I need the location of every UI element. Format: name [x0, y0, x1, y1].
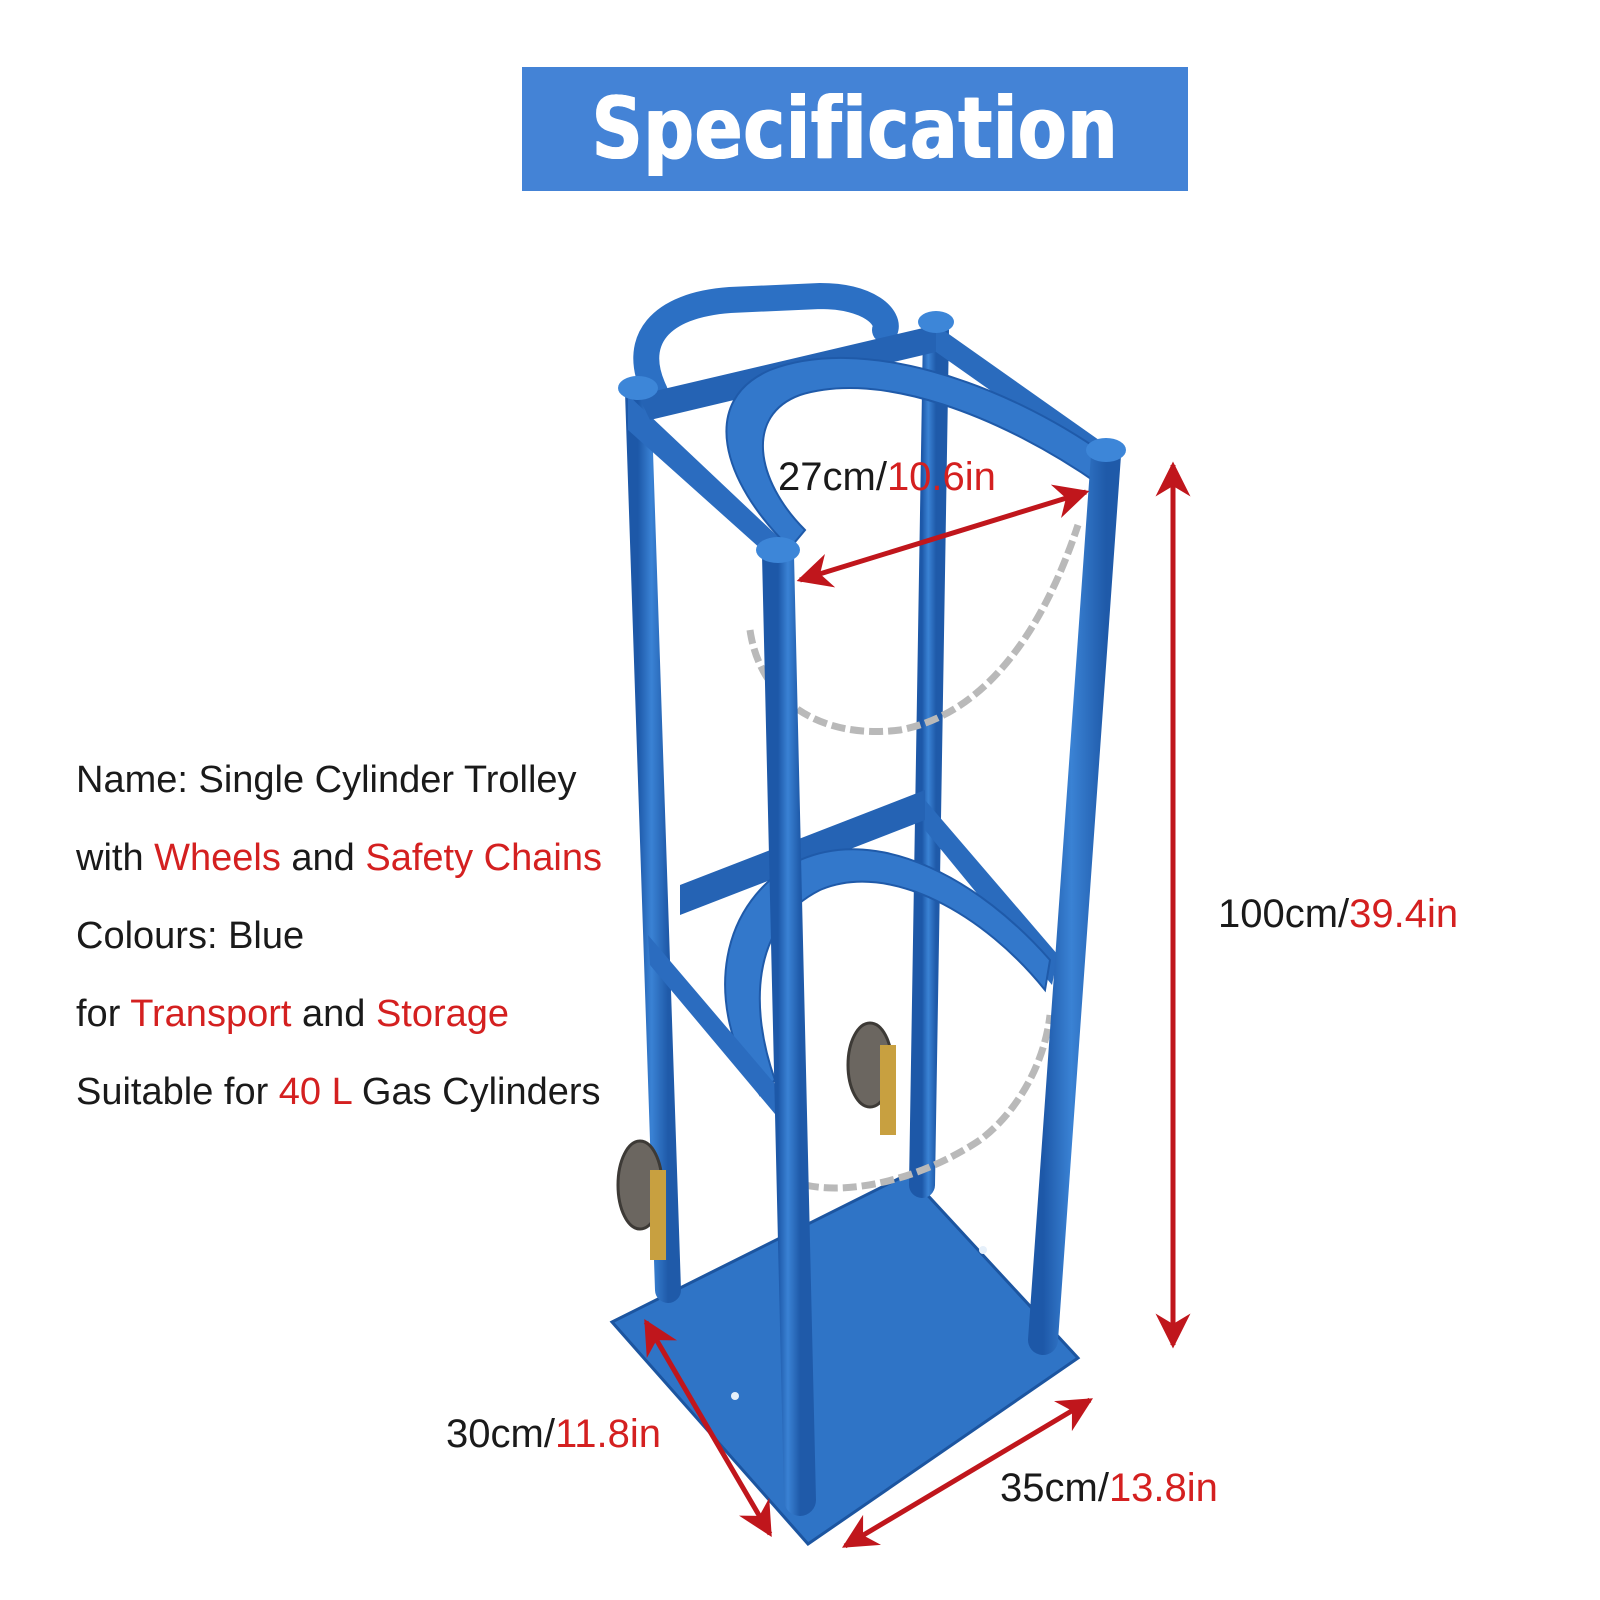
- top-band-left: [628, 395, 790, 575]
- dim-width-label: 35cm/13.8in: [1000, 1466, 1218, 1511]
- post-cap: [618, 376, 658, 400]
- spec-storage-text: Storage: [375, 993, 510, 1035]
- plate-hole: [979, 1246, 987, 1254]
- dim-top-width-label: 27cm/10.6in: [778, 455, 996, 500]
- mid-band-left: [648, 935, 780, 1120]
- mid-band-back: [680, 790, 925, 915]
- dim-depth-in: 11.8in: [554, 1412, 661, 1456]
- spec-suitable-label: Suitable for: [76, 1071, 279, 1113]
- post-cap: [756, 537, 800, 563]
- spec-for-text: for: [76, 993, 131, 1035]
- handle-loop: [633, 282, 899, 405]
- post-cap: [1086, 438, 1126, 462]
- spec-suitable-suffix: Gas Cylinders: [351, 1071, 601, 1113]
- wheel-bracket: [880, 1045, 896, 1135]
- specification-banner: Specification: [522, 67, 1188, 191]
- arrow-depth: [643, 1318, 773, 1538]
- arrow-width: [841, 1397, 1094, 1549]
- spec-name-value: Single Cylinder Trolley: [198, 759, 577, 801]
- plate-hole: [731, 1392, 739, 1400]
- spec-name-line: Name: Single Cylinder Trolley: [76, 752, 602, 830]
- dim-width-in: 13.8in: [1108, 1466, 1218, 1510]
- post-cap: [918, 311, 954, 333]
- dim-top-width-in: 10.6in: [886, 455, 996, 499]
- spec-usage-line: for Transport and Storage: [76, 986, 602, 1064]
- dim-top-width-cm: 27cm/: [778, 455, 887, 499]
- front-right-post: [1028, 440, 1121, 1355]
- dim-depth-cm: 30cm/: [446, 1412, 555, 1456]
- back-left-post: [625, 379, 681, 1303]
- dim-height-label: 100cm/39.4in: [1218, 892, 1458, 937]
- spec-with-text: with: [76, 837, 155, 879]
- safety-chain-bottom: [804, 1014, 1054, 1192]
- spec-colours-label: Colours:: [76, 915, 229, 957]
- spec-chains-text: Safety Chains: [365, 837, 602, 879]
- dim-height-in: 39.4in: [1349, 892, 1459, 936]
- spec-suitable-line: Suitable for 40 L Gas Cylinders: [76, 1064, 602, 1142]
- spec-name-label: Name:: [76, 759, 199, 801]
- safety-chain-top: [746, 523, 1082, 735]
- spec-wheels-text: Wheels: [154, 837, 281, 879]
- spec-colours-value: Blue: [228, 915, 305, 957]
- spec-capacity-value: 40 L: [278, 1071, 352, 1113]
- dim-depth-label: 30cm/11.8in: [446, 1412, 661, 1457]
- spec-and2-text: and: [291, 993, 376, 1035]
- top-curved-band: [725, 356, 1108, 550]
- front-left-post: [762, 539, 816, 1516]
- dim-height-cm: 100cm/: [1218, 892, 1350, 936]
- banner-title: Specification: [591, 79, 1119, 179]
- spec-and-text: and: [280, 837, 366, 879]
- spec-features-line: with Wheels and Safety Chains: [76, 830, 602, 908]
- spec-list: Name: Single Cylinder Trolley with Wheel…: [76, 752, 602, 1142]
- dim-width-cm: 35cm/: [1000, 1466, 1109, 1510]
- wheel-bracket: [650, 1170, 666, 1260]
- spec-colours-line: Colours: Blue: [76, 908, 602, 986]
- arrow-top-width: [796, 484, 1090, 588]
- spec-transport-text: Transport: [130, 993, 292, 1035]
- back-right-post: [909, 317, 949, 1198]
